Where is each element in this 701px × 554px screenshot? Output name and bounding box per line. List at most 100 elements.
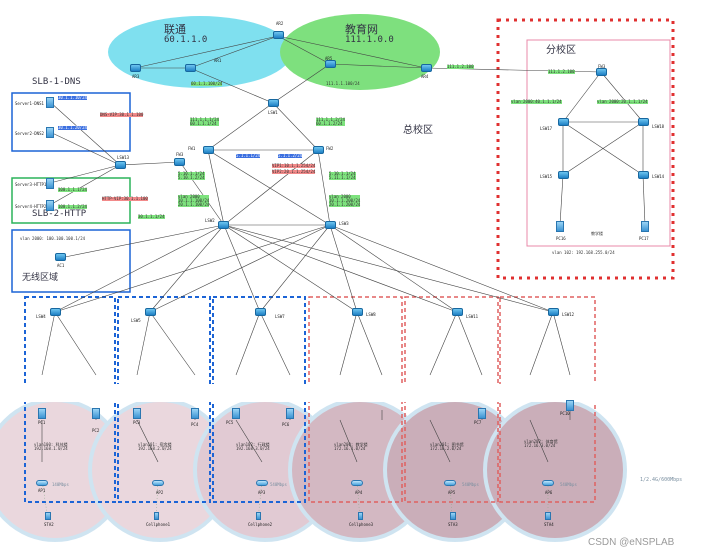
lsw2-label: LSW2: [205, 218, 215, 223]
dept3-label: vlan102: 行政楼 192.168.3.0/24: [236, 442, 270, 451]
switch-lsw3[interactable]: [325, 221, 336, 229]
router-ar4[interactable]: [421, 64, 432, 72]
firewall-fw1[interactable]: [203, 146, 214, 154]
switch-lsw4[interactable]: [50, 308, 61, 316]
sta4[interactable]: [545, 512, 551, 520]
dept4-label: vlan200: 教学楼 172.16.1.0/24: [334, 442, 368, 451]
watermark: CSDN @eNSPLAB: [588, 537, 675, 548]
main-campus-title: 总校区: [403, 125, 433, 136]
router-ar1[interactable]: [185, 64, 196, 72]
dns2-label: Server2-DNS2: [15, 131, 44, 136]
pc4[interactable]: [191, 408, 199, 419]
pc10[interactable]: [566, 400, 574, 411]
switch-lsw11[interactable]: [452, 308, 463, 316]
pc2[interactable]: [92, 408, 100, 419]
server-http2[interactable]: [46, 200, 54, 211]
ap1[interactable]: [36, 480, 48, 486]
firewall-fw-slb[interactable]: [174, 158, 185, 166]
sta3[interactable]: [450, 512, 456, 520]
fw2-label: FW2: [326, 146, 334, 151]
dept2-label: vlan101: 宿舍楼 192.168.2.0/24: [138, 442, 172, 451]
dept1-label: vlan100: 科技楼 192.168.1.0/24: [34, 442, 68, 451]
fw1-label: FW1: [188, 146, 196, 151]
switch-lsw13[interactable]: [115, 161, 126, 169]
http1-label: Server3-HTTP1: [15, 182, 47, 187]
wireless-title: 无线区域: [22, 273, 59, 283]
switch-lsw18[interactable]: [638, 118, 649, 126]
pc17-label: PC17: [639, 236, 649, 241]
ap2[interactable]: [152, 480, 164, 486]
http2-label: Server4-HTTP2: [15, 204, 47, 209]
pc7[interactable]: [478, 408, 486, 419]
router-ar3[interactable]: [130, 64, 141, 72]
switch-lsw5[interactable]: [145, 308, 156, 316]
switch-lsw1[interactable]: [268, 99, 279, 107]
switch-lsw15[interactable]: [558, 171, 569, 179]
pc17[interactable]: [641, 221, 649, 232]
lsw13-label: LSW13: [117, 155, 130, 160]
ac1-label: AC1: [57, 263, 65, 268]
pc16[interactable]: [556, 221, 564, 232]
switch-lsw17[interactable]: [558, 118, 569, 126]
ap3-label: AP3: [258, 490, 266, 495]
cellphone3[interactable]: [358, 512, 363, 520]
lsw7-label: LSW7: [275, 314, 285, 319]
ap4[interactable]: [351, 480, 363, 486]
lsw16-label: LSW14: [652, 174, 665, 179]
fw2-vlan-label: vlan 2000 10.1.1.200/24 20.1.1.200/24: [329, 194, 361, 207]
pc10-label: PC10: [560, 411, 570, 416]
branch-office-label: 教学楼: [591, 231, 603, 236]
ssid-speed-3: 540Mbps: [462, 482, 479, 487]
dept5-label: vlan201: 图书馆 172.16.2.0/24: [430, 442, 464, 451]
firewall-fw2[interactable]: [313, 146, 324, 154]
sta2[interactable]: [45, 512, 51, 520]
router-ar4-label: AR4: [421, 74, 429, 79]
ap4-label: AP4: [355, 490, 363, 495]
cellphone3-label: Cellphone3: [349, 522, 374, 527]
lsw15-label: LSW15: [540, 174, 553, 179]
lsw17-label: LSW17: [540, 126, 553, 131]
switch-lsw7[interactable]: [255, 308, 266, 316]
switch-lsw12[interactable]: [548, 308, 559, 316]
cellphone2-label: Cellphone2: [248, 522, 273, 527]
branch-vlan-right: vlan 2000:20.1.1.1/24: [597, 99, 648, 104]
ap6-label: AP6: [545, 490, 553, 495]
sta4-label: STA4: [544, 522, 554, 527]
fw1-vlan-label: vlan 2000 10.1.1.100/24 20.1.1.100/24: [178, 194, 210, 207]
server-http1[interactable]: [46, 178, 54, 189]
pc3[interactable]: [133, 408, 141, 419]
ap5-label: AP5: [448, 490, 456, 495]
cellphone1[interactable]: [154, 512, 159, 520]
switch-lsw2[interactable]: [218, 221, 229, 229]
router-ar5[interactable]: [325, 60, 336, 68]
ap5[interactable]: [444, 480, 456, 486]
lsw5-label: LSW5: [131, 318, 141, 323]
ap6[interactable]: [542, 480, 554, 486]
ap3[interactable]: [256, 480, 268, 486]
dns1-ip: 30.1.1.10/24: [58, 95, 87, 100]
router-ar2[interactable]: [273, 31, 284, 39]
pc5[interactable]: [232, 408, 240, 419]
cellphone2[interactable]: [256, 512, 261, 520]
switch-lsw8[interactable]: [352, 308, 363, 316]
server-dns1[interactable]: [46, 97, 54, 108]
lsw1-left-ip: 111.1.1.1/24 60.1.1.1/24: [190, 117, 219, 126]
lsw12-label: LSW12: [562, 312, 575, 317]
fw-slb-label: FW3: [176, 152, 184, 157]
pc1[interactable]: [38, 408, 46, 419]
lsw1-label: LSW1: [268, 110, 278, 115]
pc3-label: PC3: [133, 420, 141, 425]
server-dns2[interactable]: [46, 127, 54, 138]
slb-dns-title: SLB-1-DNS: [32, 77, 81, 87]
router-ar2-label: AR2: [276, 21, 284, 26]
wireless-controller-ac1[interactable]: [55, 253, 66, 261]
lsw11-label: LSW11: [466, 314, 479, 319]
firewall-fw3-branch[interactable]: [596, 68, 607, 76]
ar6-branch-label: 111.1.2.100: [548, 69, 575, 74]
ap2-label: AP2: [156, 490, 164, 495]
pc6[interactable]: [286, 408, 294, 419]
switch-lsw16[interactable]: [638, 171, 649, 179]
pc4-label: PC4: [191, 422, 199, 427]
lsw8-label: LSW8: [366, 312, 376, 317]
